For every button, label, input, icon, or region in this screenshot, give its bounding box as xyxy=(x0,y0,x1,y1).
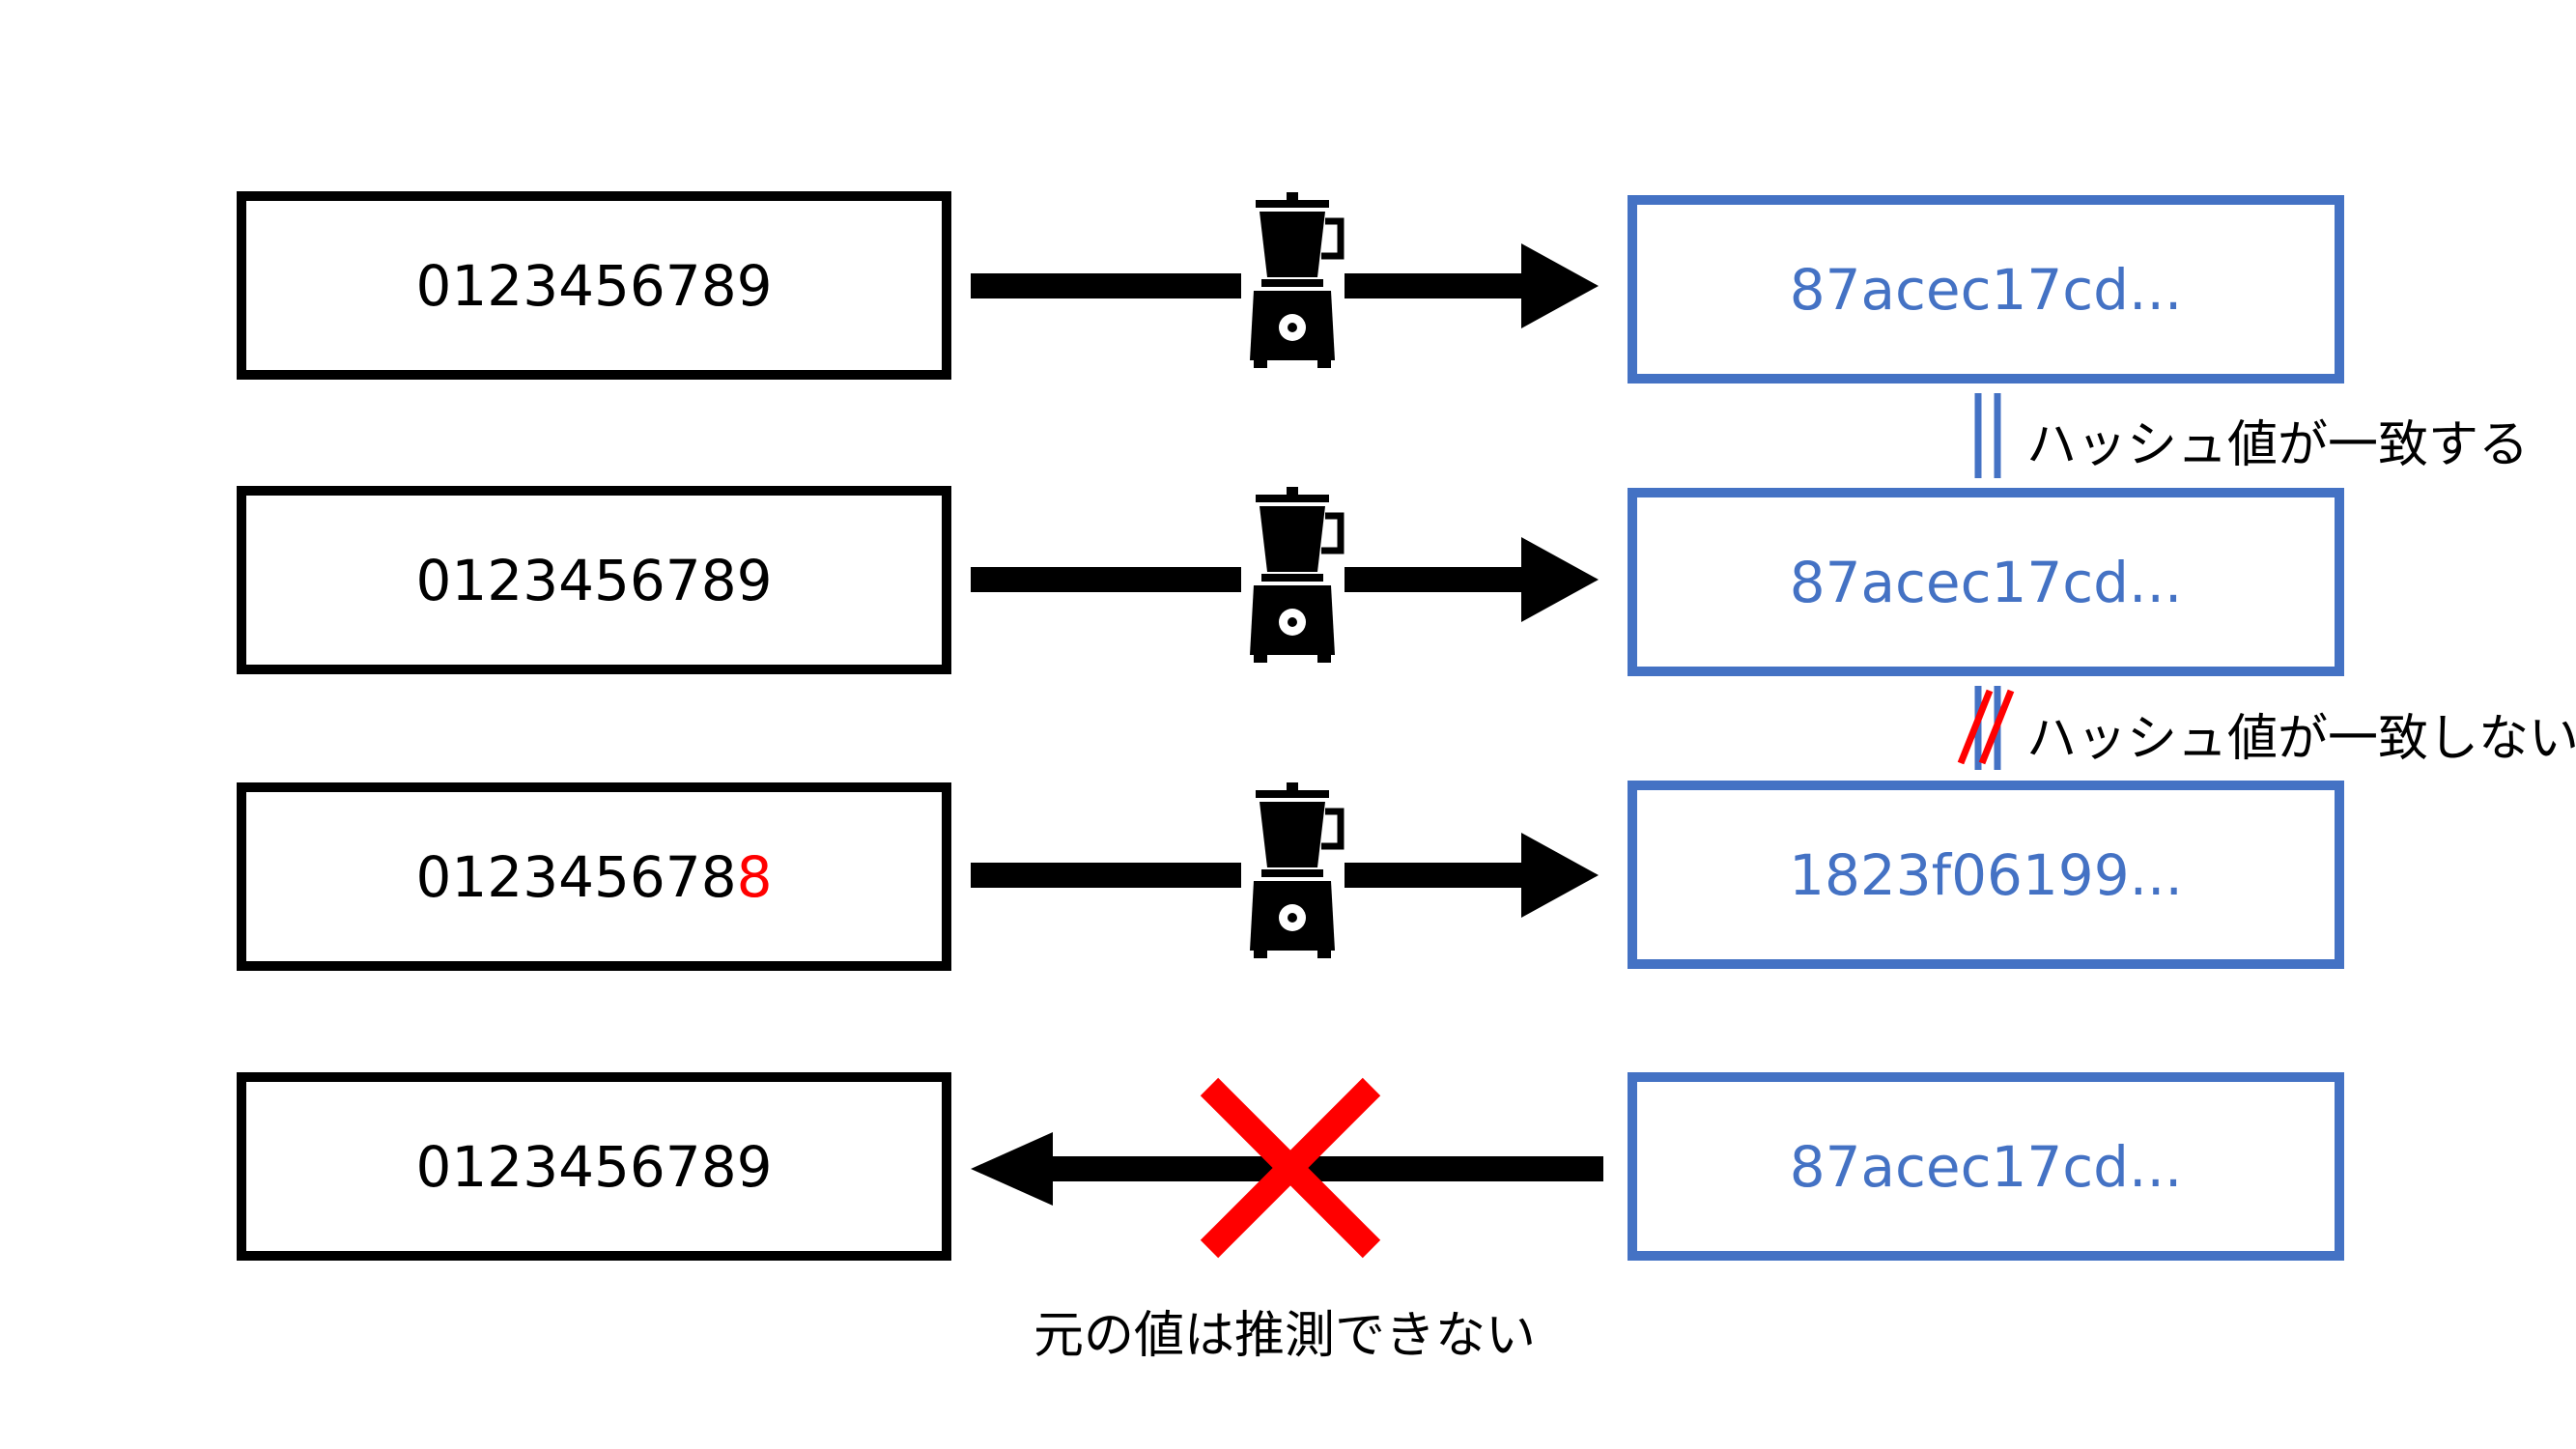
red-x-icon xyxy=(1200,1077,1381,1259)
input-value-1: 0123456789 xyxy=(415,252,773,319)
arrow-right-3 xyxy=(971,833,1599,918)
hash-box-2: 87acec17cd... xyxy=(1628,488,2344,676)
equal-sign xyxy=(1974,393,2001,478)
changed-digit: 8 xyxy=(736,843,773,910)
input-box-2: 0123456789 xyxy=(237,486,951,674)
input-box-4: 0123456789 xyxy=(237,1072,951,1261)
hash-box-1: 87acec17cd... xyxy=(1628,195,2344,384)
blender-icon xyxy=(1250,782,1341,958)
blender-icon xyxy=(1250,192,1341,368)
arrow-left-reverse xyxy=(971,1132,1603,1206)
hash-box-3: 1823f06199... xyxy=(1628,781,2344,969)
irreversible-label: 元の値は推測できない xyxy=(1033,1307,1537,1365)
hash-value-4: 87acec17cd... xyxy=(1789,1133,2183,1200)
hash-value-3: 1823f06199... xyxy=(1789,841,2183,908)
arrow-right-1 xyxy=(971,243,1599,328)
not-equal-sign xyxy=(1957,686,2015,770)
hash-value-2: 87acec17cd... xyxy=(1789,549,2183,615)
input-value-3-prefix: 012345678 xyxy=(415,843,737,910)
input-box-3: 0123456788 xyxy=(237,782,951,971)
mismatch-label: ハッシュ値が一致しない xyxy=(2026,710,2576,768)
blender-icon xyxy=(1250,487,1341,663)
input-value-3: 0123456788 xyxy=(415,844,772,910)
arrow-right-2 xyxy=(971,537,1599,622)
input-box-1: 0123456789 xyxy=(237,191,951,380)
match-label: ハッシュ値が一致する xyxy=(2026,416,2530,474)
input-value-2: 0123456789 xyxy=(415,547,773,613)
input-value-4: 0123456789 xyxy=(415,1133,773,1200)
hash-value-1: 87acec17cd... xyxy=(1789,256,2183,323)
hash-box-4: 87acec17cd... xyxy=(1628,1072,2344,1261)
